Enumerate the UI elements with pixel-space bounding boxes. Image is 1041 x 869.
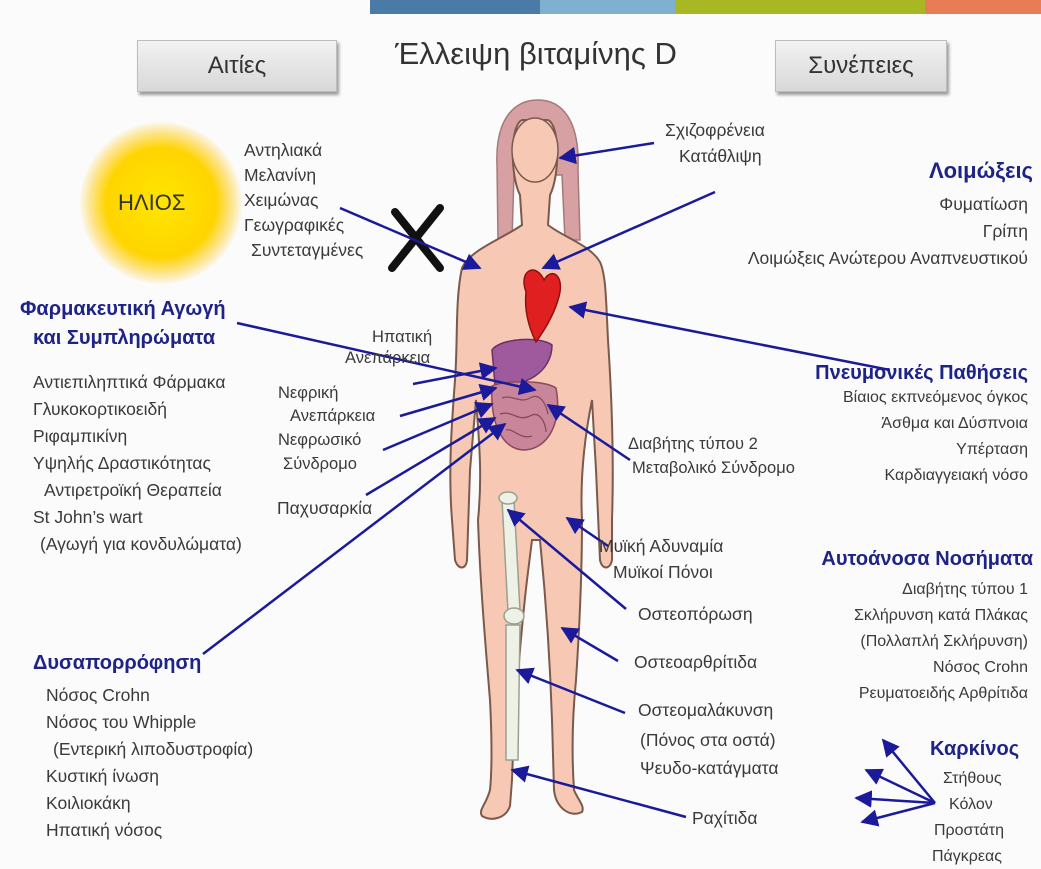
osteomalacia-item: Οστεομαλάκυνση	[638, 698, 773, 723]
obesity-label: Παχυσαρκία	[277, 496, 372, 521]
pulmonary-heading: Πνευμονικές Παθήσεις	[815, 362, 1028, 385]
sun-factor: Μελανίνη	[244, 163, 316, 188]
malabsorption-item: Κοιλιοκάκη	[46, 791, 131, 816]
pharma-item: Αντιεπιληπτικά Φάρμακα	[33, 370, 225, 395]
mental-item: Σχιζοφρένεια	[665, 118, 765, 143]
blocked-x-icon	[392, 208, 440, 268]
sun-factor: Αντηλιακά	[244, 138, 322, 163]
malabsorption-item: (Εντερική λιποδυστροφία)	[53, 737, 253, 762]
nephrotic-label: Νεφρωσικό	[278, 428, 361, 453]
autoimmune-item: Ρευματοειδής Αρθρίτιδα	[859, 681, 1028, 706]
cancer-item: Πάγκρεας	[932, 844, 1002, 869]
pharma-item: Γλυκοκορτικοειδή	[33, 397, 167, 422]
pharma-heading: Φαρμακευτική Αγωγή	[20, 298, 226, 321]
autoimmune-item: Διαβήτης τύπου 1	[902, 577, 1028, 602]
muscle-item: Μυϊκή Αδυναμία	[599, 534, 723, 559]
autoimmune-item: Σκλήρυνση κατά Πλάκας	[854, 603, 1028, 628]
pharma-item: Αντιρετροϊκή Θεραπεία	[44, 478, 222, 503]
renal-label: Νεφρική	[278, 381, 338, 406]
osteoarthritis-label: Οστεοαρθρίτιδα	[634, 650, 757, 675]
osteoporosis-label: Οστεοπόρωση	[638, 602, 753, 627]
hepatic-label: Ανεπάρκεια	[345, 346, 430, 371]
osteomalacia-item: (Πόνος στα οστά)	[640, 728, 776, 753]
face	[512, 118, 558, 182]
cancer-item: Κόλον	[949, 792, 993, 817]
autoimmune-heading: Αυτοάνοσα Νοσήματα	[821, 548, 1033, 571]
nephrotic-label: Σύνδρομο	[283, 452, 357, 477]
pharma-item: St John’s wart	[33, 505, 143, 530]
autoimmune-item: Νόσος Crohn	[933, 655, 1028, 680]
pharma-heading: και Συμπληρώματα	[33, 327, 215, 350]
infections-item: Φυματίωση	[939, 192, 1028, 217]
pharma-item: Ριφαμπικίνη	[33, 424, 127, 449]
human-body	[450, 120, 612, 819]
tibia-bone	[506, 625, 520, 760]
pulmonary-item: Καρδιαγγειακή νόσο	[885, 463, 1029, 488]
pulmonary-item: Άσθμα και Δύσπνοια	[881, 411, 1028, 436]
mental-item: Κατάθλιψη	[679, 144, 762, 169]
cancer-item: Προστάτη	[934, 818, 1004, 843]
sun-factor: Γεωγραφικές	[244, 213, 344, 238]
rickets-label: Ραχίτιδα	[692, 806, 758, 831]
infections-item: Γρίπη	[983, 219, 1028, 244]
autoimmune-item: (Πολλαπλή Σκλήρυνση)	[860, 629, 1028, 654]
infections-item: Λοιμώξεις Ανώτερου Αναπνευστικού	[748, 246, 1028, 271]
cancer-item: Στήθους	[943, 766, 1002, 791]
renal-label: Ανεπάρκεια	[290, 404, 375, 429]
infections-heading: Λοιμώξεις	[929, 158, 1033, 184]
malabsorption-item: Νόσος του Whipple	[46, 710, 196, 735]
malabsorption-item: Νόσος Crohn	[46, 683, 150, 708]
muscle-item: Μυϊκοί Πόνοι	[613, 560, 713, 585]
pulmonary-item: Υπέρταση	[956, 437, 1028, 462]
sun-factor: Χειμώνας	[244, 188, 318, 213]
cancer-heading: Καρκίνος	[930, 738, 1019, 761]
metabolic-item: Μεταβολικό Σύνδρομο	[632, 456, 795, 481]
pharma-item: (Αγωγή για κονδυλώματα)	[40, 532, 242, 557]
pharma-item: Υψηλής Δραστικότητας	[33, 451, 211, 476]
malabsorption-heading: Δυσαπορρόφηση	[33, 652, 201, 675]
sun-factor: Συντεταγμένες	[251, 238, 363, 263]
metabolic-item: Διαβήτης τύπου 2	[628, 432, 758, 457]
malabsorption-item: Ηπατική νόσος	[46, 818, 162, 843]
osteomalacia-item: Ψευδο-κατάγματα	[640, 756, 778, 781]
malabsorption-item: Κυστική ίνωση	[46, 764, 159, 789]
pulmonary-item: Βίαιος εκπνεόμενος όγκος	[843, 385, 1028, 410]
